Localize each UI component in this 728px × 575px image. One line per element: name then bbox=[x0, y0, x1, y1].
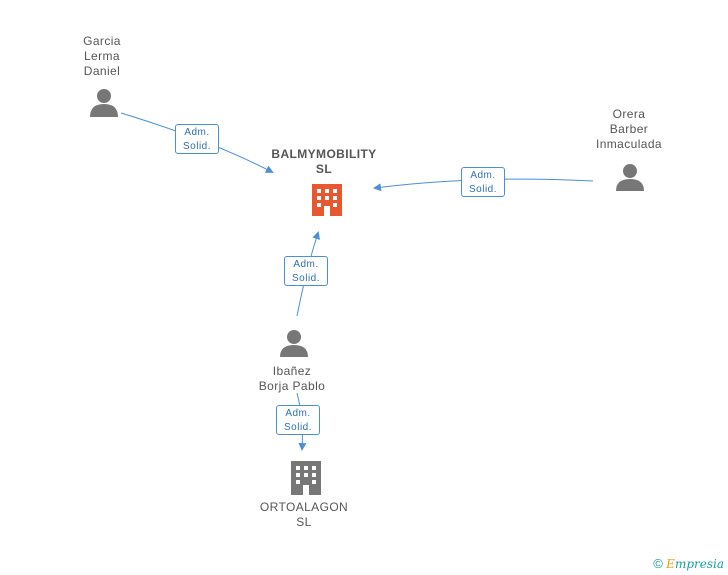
person-name-garcia[interactable]: Garcia Lerma Daniel bbox=[83, 34, 121, 78]
person-name-ibanez[interactable]: Ibañez Borja Pablo bbox=[258, 364, 326, 393]
person-icon-orera[interactable] bbox=[616, 164, 644, 191]
person-name-orera[interactable]: Orera Barber Inmaculada bbox=[595, 107, 663, 151]
relation-label-garcia-balmymobility: Adm. Solid. bbox=[175, 124, 219, 154]
building-icon-ortoalagon[interactable] bbox=[291, 461, 321, 495]
building-icon-balmymobility[interactable] bbox=[312, 184, 342, 216]
relation-label-ibanez-balmymobility: Adm. Solid. bbox=[284, 256, 328, 286]
company-name-ortoalagon[interactable]: ORTOALAGON SL bbox=[259, 500, 349, 529]
brand-name[interactable]: mpresia bbox=[674, 557, 724, 571]
copyright-icon: © bbox=[653, 556, 663, 571]
relation-label-orera-balmymobility: Adm. Solid. bbox=[461, 167, 505, 197]
footer-credit: © Empresia bbox=[653, 556, 724, 571]
company-name-balmymobility[interactable]: BALMYMOBILITY SL bbox=[271, 147, 377, 176]
relation-label-ibanez-ortoalagon: Adm. Solid. bbox=[276, 405, 320, 435]
brand-initial: E bbox=[666, 557, 675, 571]
person-icon-garcia[interactable] bbox=[90, 89, 118, 117]
person-icon-ibanez[interactable] bbox=[280, 330, 308, 357]
